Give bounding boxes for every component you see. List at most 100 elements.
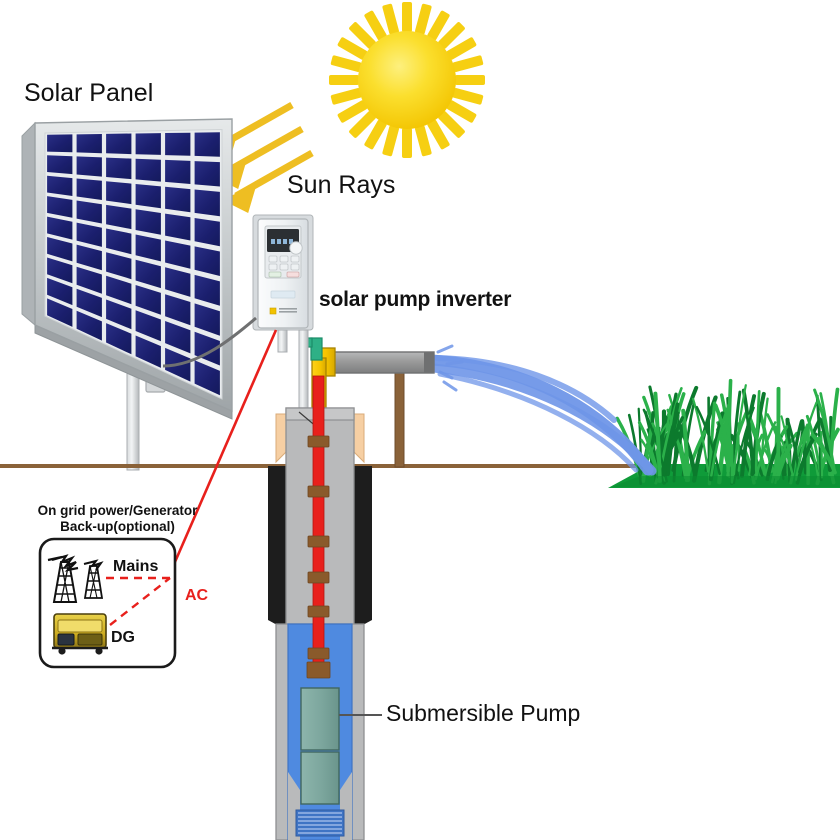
- sun-disc: [358, 31, 456, 129]
- display-digits: [271, 239, 293, 244]
- grass-blade: [666, 402, 680, 477]
- solar-cell: [135, 285, 161, 315]
- solar-cell: [106, 323, 132, 355]
- grass-blade: [790, 419, 804, 475]
- grass-blade: [754, 389, 761, 477]
- grass-blade: [732, 406, 755, 485]
- grass-field: [608, 378, 840, 488]
- solar-cell: [76, 266, 102, 294]
- inverter-knob[interactable]: [289, 241, 303, 255]
- run-button[interactable]: [268, 271, 282, 278]
- solar-cell: [165, 213, 191, 241]
- solar-cell: [194, 303, 220, 336]
- solar-cell: [194, 132, 220, 157]
- grass-blade: [695, 405, 721, 476]
- solar-cell: [165, 321, 191, 354]
- solar-cell: [106, 204, 132, 230]
- inverter-keypad[interactable]: [268, 255, 300, 278]
- solar-cell: [76, 200, 102, 224]
- pipe-nozzle: [424, 352, 434, 373]
- solar-cell: [76, 310, 102, 341]
- solar-cell: [76, 244, 102, 271]
- label-mains: Mains: [113, 558, 159, 575]
- solar-cell: [135, 234, 161, 262]
- solar-pump-inverter[interactable]: [252, 214, 314, 353]
- solar-cell: [47, 237, 73, 262]
- grass-blade: [775, 443, 793, 481]
- grass-blade: [713, 403, 737, 480]
- pipe-horizontal: [329, 351, 435, 374]
- solar-cell: [106, 181, 132, 205]
- ac-line: [166, 329, 278, 579]
- solar-cell: [194, 218, 220, 247]
- inverter-mount-post: [277, 329, 288, 353]
- grass-blade: [726, 378, 733, 473]
- pump-power-cable: [312, 375, 325, 677]
- solar-cell: [47, 277, 73, 306]
- solar-cell: [165, 132, 191, 156]
- grass-blade: [732, 384, 747, 476]
- inverter-brand-plate: [270, 290, 296, 299]
- label-grid-backup-title: On grid power/Generator Back-up(optional…: [37, 503, 198, 534]
- cable-clamps: [306, 435, 331, 679]
- grass-blade: [796, 401, 818, 475]
- solar-cell: [194, 246, 220, 276]
- sun-rays-group: [329, 2, 485, 158]
- label-solar-pump-inverter: solar pump inverter: [319, 288, 512, 311]
- label-ac: AC: [185, 587, 209, 604]
- solar-cell: [135, 133, 161, 155]
- grass-blade: [819, 418, 832, 472]
- grass-blade: [653, 391, 662, 483]
- panel-body: [21, 118, 233, 420]
- grass-blade: [747, 414, 767, 476]
- solar-cell: [106, 157, 132, 180]
- solar-cell: [76, 222, 102, 247]
- solar-cell: [165, 294, 191, 326]
- solar-cell: [165, 240, 191, 269]
- label-sun-rays: Sun Rays: [287, 171, 396, 199]
- solar-cell: [165, 186, 191, 213]
- submersible-pump: [295, 687, 345, 837]
- casing-outer-left: [268, 466, 290, 632]
- pipe-support-post: [394, 370, 405, 468]
- solar-cell: [106, 299, 132, 330]
- grass-blade: [810, 432, 837, 475]
- solar-cell: [106, 228, 132, 255]
- water-jet: [426, 344, 657, 476]
- solar-cell: [47, 175, 73, 196]
- grass-blade: [741, 388, 756, 475]
- pump-intake-screen: [295, 809, 345, 837]
- valve-body: [310, 337, 323, 361]
- solar-cell: [194, 274, 220, 306]
- pump-lower-section: [300, 751, 340, 805]
- grass-blade: [740, 394, 757, 478]
- wellhead-post: [298, 329, 309, 409]
- solar-cell: [47, 196, 73, 218]
- solar-cell: [76, 156, 102, 177]
- label-submersible-pump: Submersible Pump: [386, 700, 581, 726]
- grass-blade: [813, 388, 836, 473]
- solar-cell: [47, 155, 73, 175]
- casing-outer-right: [350, 466, 372, 632]
- solar-panel: [21, 118, 233, 471]
- solar-cell: [135, 158, 161, 182]
- solar-cell: [135, 184, 161, 209]
- solar-cell: [135, 209, 161, 235]
- grid-backup-box[interactable]: [38, 537, 177, 669]
- ac-dashed-links: [106, 576, 171, 626]
- grass-blade: [805, 414, 822, 473]
- solar-cell: [47, 134, 73, 153]
- solar-cell: [135, 310, 161, 342]
- grass-blade: [759, 397, 769, 477]
- label-dg: DG: [111, 629, 135, 646]
- mains-tower-icon: [47, 554, 79, 603]
- page-title-solar-panel: Solar Panel: [24, 79, 154, 107]
- pump-intake-stripes: [298, 812, 342, 834]
- solar-cell: [47, 257, 73, 284]
- solar-cell: [76, 134, 102, 154]
- stop-button[interactable]: [286, 271, 300, 278]
- solar-cell: [106, 252, 132, 280]
- solar-cell: [135, 335, 161, 368]
- solar-cell: [106, 133, 132, 155]
